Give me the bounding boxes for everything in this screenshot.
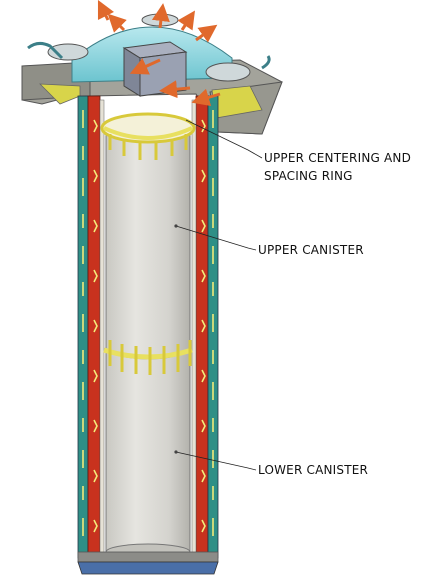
label-upper-ring-line2: SPACING RING: [264, 169, 353, 183]
leader-dots: [174, 224, 178, 454]
middle-spacing-ring: [103, 340, 193, 375]
leader-lower-canister: [175, 451, 257, 471]
liner-wall-left: [77, 95, 105, 559]
label-upper-canister: UPPER CANISTER: [258, 243, 364, 257]
liner-markings: [82, 110, 214, 536]
upper-centering-ring: [100, 112, 196, 160]
label-upper-ring-line1: UPPER CENTERING AND: [264, 151, 411, 165]
label-lower-canister: LOWER CANISTER: [258, 463, 368, 477]
leader-lines: [175, 119, 263, 471]
airflow-arrows: [97, 0, 221, 107]
leader-upper-ring: [185, 119, 263, 159]
vent-cap-right: [205, 62, 251, 82]
base-plate: [77, 551, 219, 575]
leader-upper-canister: [175, 225, 257, 251]
